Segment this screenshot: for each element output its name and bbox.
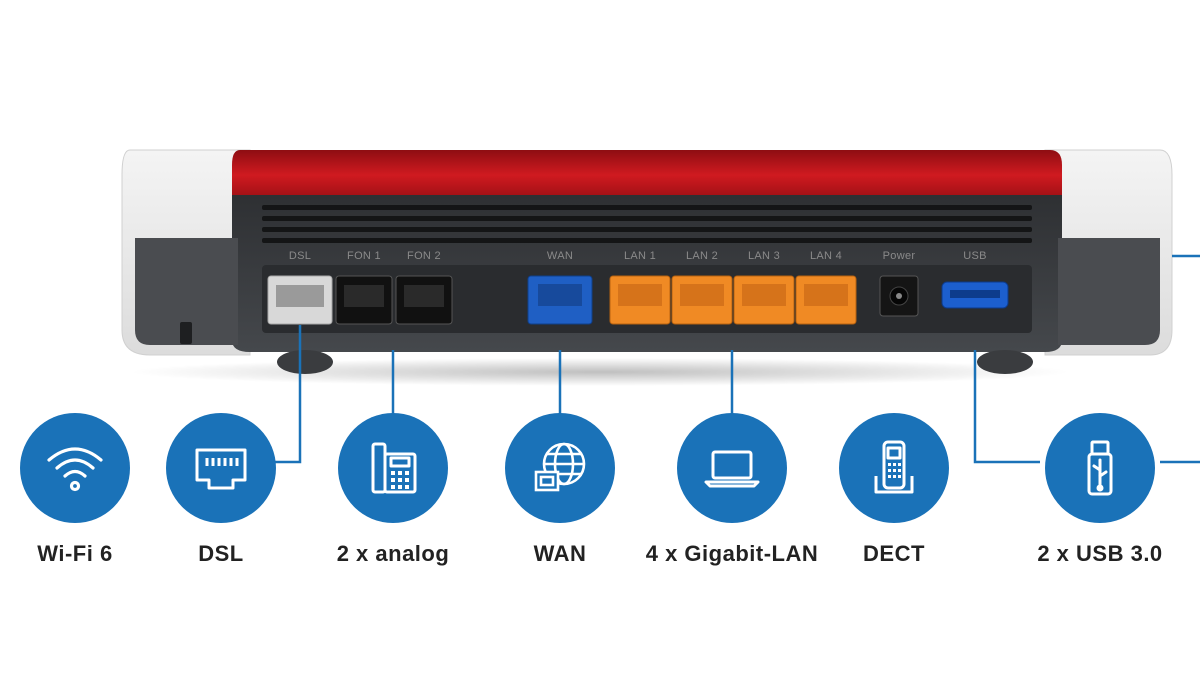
port-label-lan2: LAN 2 [685,250,719,262]
feature-label-lan: 4 x Gigabit-LAN [645,541,819,566]
usb-icon [1045,413,1155,523]
left-foot [277,350,333,374]
feature-dect: DECT [794,413,994,567]
port-label-dsl: DSL [288,250,312,262]
router-red-top [232,150,1062,200]
port-label-wan: WAN [546,250,574,262]
port-label-power: Power [882,250,916,262]
laptop-icon [677,413,787,523]
feature-dsl: DSL [121,413,321,567]
port-label-lan4: LAN 4 [809,250,843,262]
feature-label-wifi: Wi-Fi 6 [37,541,113,566]
feature-wifi: Wi-Fi 6 [0,413,175,567]
port-label-lan1: LAN 1 [623,250,657,262]
feature-label-usb: 2 x USB 3.0 [1037,541,1163,566]
router-shadow [130,358,1070,386]
feature-label-wan: WAN [533,541,587,566]
router-vents [262,205,1032,243]
right-foot [977,350,1033,374]
port-label-lan3: LAN 3 [747,250,781,262]
feature-label-analog: 2 x analog [336,541,450,566]
feature-usb: 2 x USB 3.0 [1000,413,1200,567]
port-label-fon2: FON 2 [407,250,441,262]
wifi-icon [20,413,130,523]
dsl-port-icon [166,413,276,523]
feature-label-dsl: DSL [198,541,244,566]
feature-label-dect: DECT [863,541,925,566]
globe-network-icon [505,413,615,523]
router-left-bumper [135,238,238,345]
router-right-bumper [1058,238,1160,345]
feature-wan: WAN [460,413,660,567]
desk-phone-icon [338,413,448,523]
port-label-fon1: FON 1 [347,250,381,262]
port-label-usb: USB [963,250,987,262]
feature-analog: 2 x analog [293,413,493,567]
cordless-phone-icon [839,413,949,523]
feature-lan: 4 x Gigabit-LAN [632,413,832,567]
cable-clip [180,322,192,344]
